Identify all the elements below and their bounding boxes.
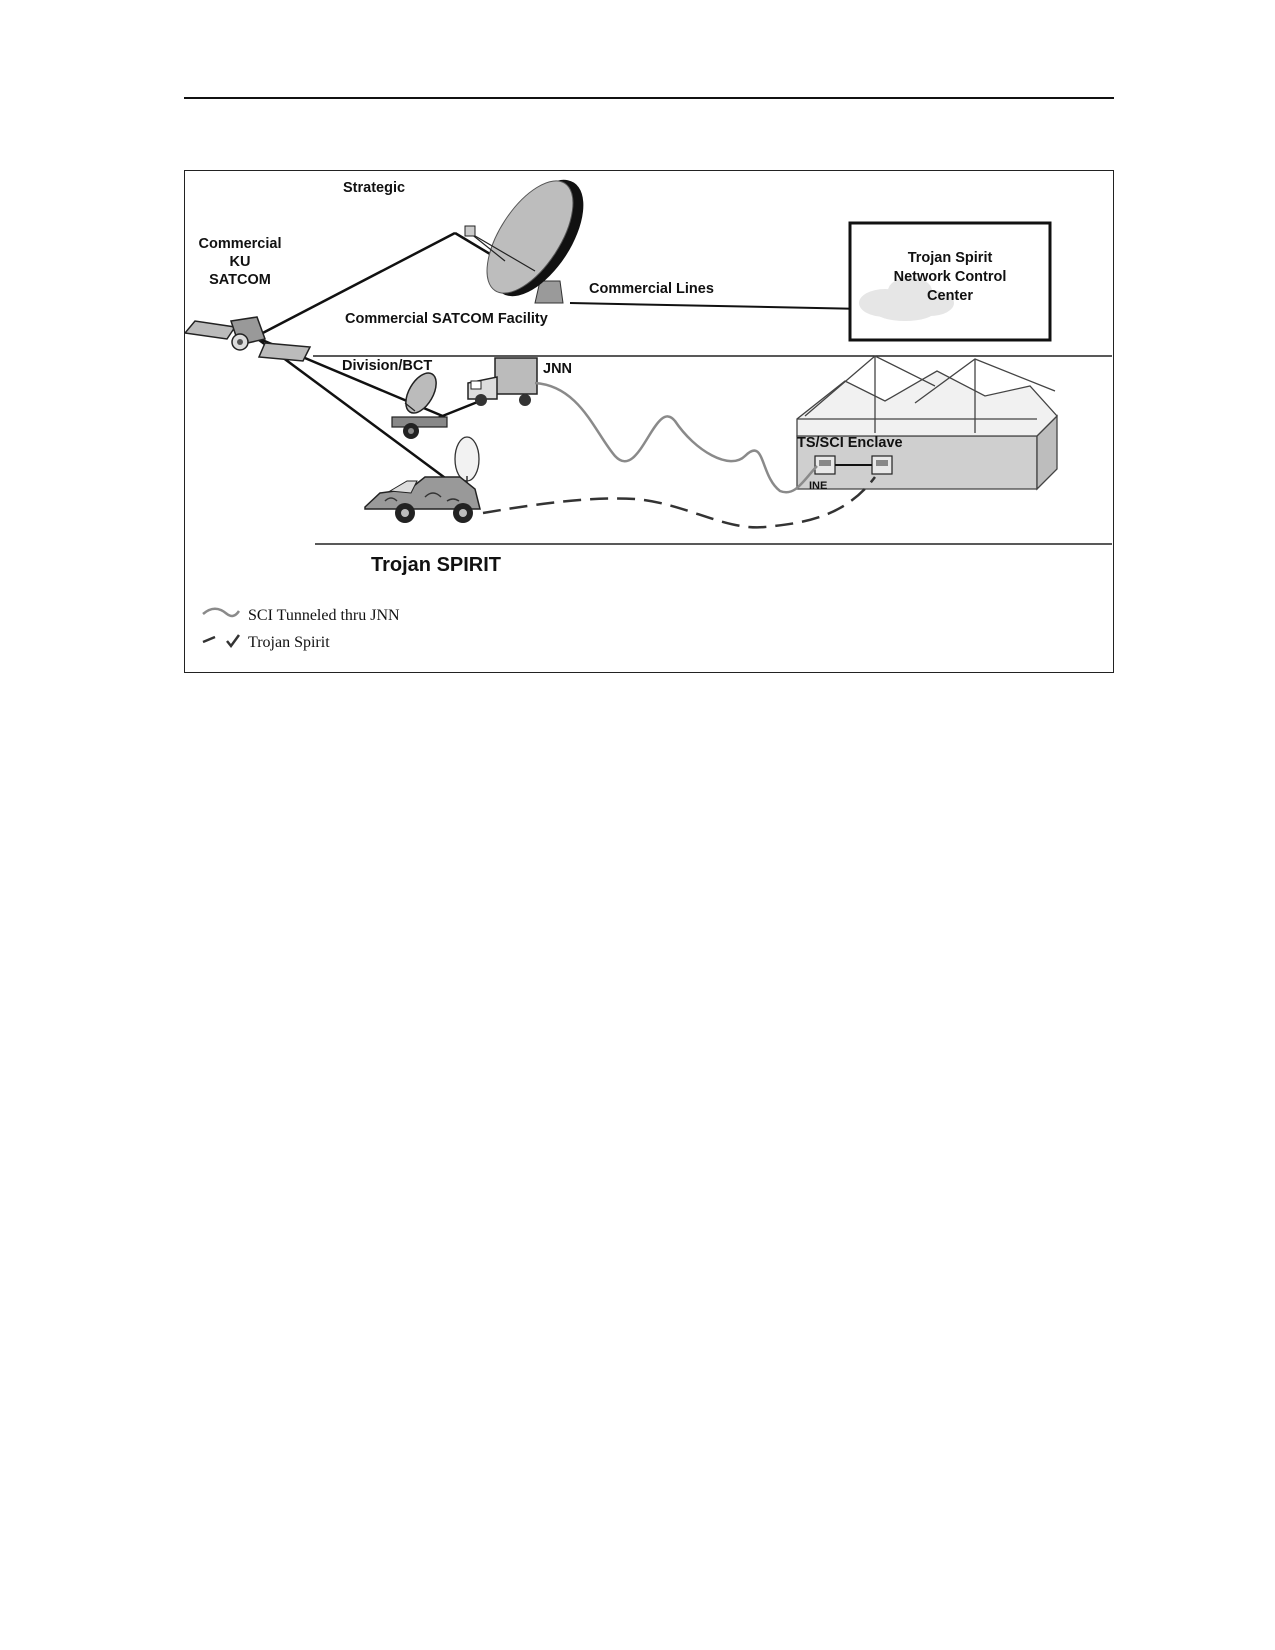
- legend-label-sci-tunnel: SCI Tunneled thru JNN: [248, 607, 400, 624]
- legend-swatch-trojan-spirit: [202, 634, 241, 649]
- label-satcom-line2: KU: [230, 254, 251, 270]
- network-control-center-box: [848, 221, 1052, 342]
- label-ncc-line1: Trojan Spirit: [908, 250, 993, 266]
- commercial-lines-link: [569, 302, 866, 310]
- sci-tunnel-path: [534, 381, 818, 494]
- label-commercial-lines: Commercial Lines: [589, 281, 714, 297]
- label-ine: INE: [809, 480, 827, 492]
- label-division-bct: Division/BCT: [342, 358, 432, 374]
- page-top-rule: [184, 97, 1114, 99]
- label-satcom-line1: Commercial: [198, 236, 281, 252]
- ine-device-right-icon: [871, 455, 893, 475]
- jnn-truck-icon: [467, 357, 538, 406]
- label-ncc-line2: Network Control: [894, 269, 1007, 285]
- network-diagram-svg: Strategic Commercial KU SATCOM Commercia…: [185, 179, 1112, 651]
- cloud-icon: [859, 277, 954, 321]
- label-ncc-line3: Center: [927, 288, 973, 304]
- division-trailer-dish-icon: [391, 372, 448, 439]
- ine-device-left-icon: [814, 455, 836, 475]
- label-satcom-line3: SATCOM: [209, 272, 271, 288]
- ts-sci-enclave-building-icon: [796, 355, 1058, 491]
- label-ts-sci-enclave: TS/SCI Enclave: [797, 435, 903, 451]
- label-jnn: JNN: [543, 361, 572, 377]
- network-diagram-figure: Strategic Commercial KU SATCOM Commercia…: [184, 170, 1114, 673]
- satellite-icon: [185, 316, 312, 362]
- label-trojan-spirit-title: Trojan SPIRIT: [371, 554, 501, 576]
- trojan-spirit-humvee-icon: [364, 436, 481, 523]
- label-commercial-satcom-facility: Commercial SATCOM Facility: [345, 311, 548, 327]
- legend: SCI Tunneled thru JNN Trojan Spirit: [202, 607, 400, 651]
- label-strategic: Strategic: [343, 180, 405, 196]
- legend-label-trojan-spirit: Trojan Spirit: [248, 634, 330, 651]
- legend-swatch-sci-tunnel: [202, 607, 241, 618]
- strategic-dish-icon: [464, 179, 584, 304]
- trojan-spirit-dashed-path: [482, 476, 876, 529]
